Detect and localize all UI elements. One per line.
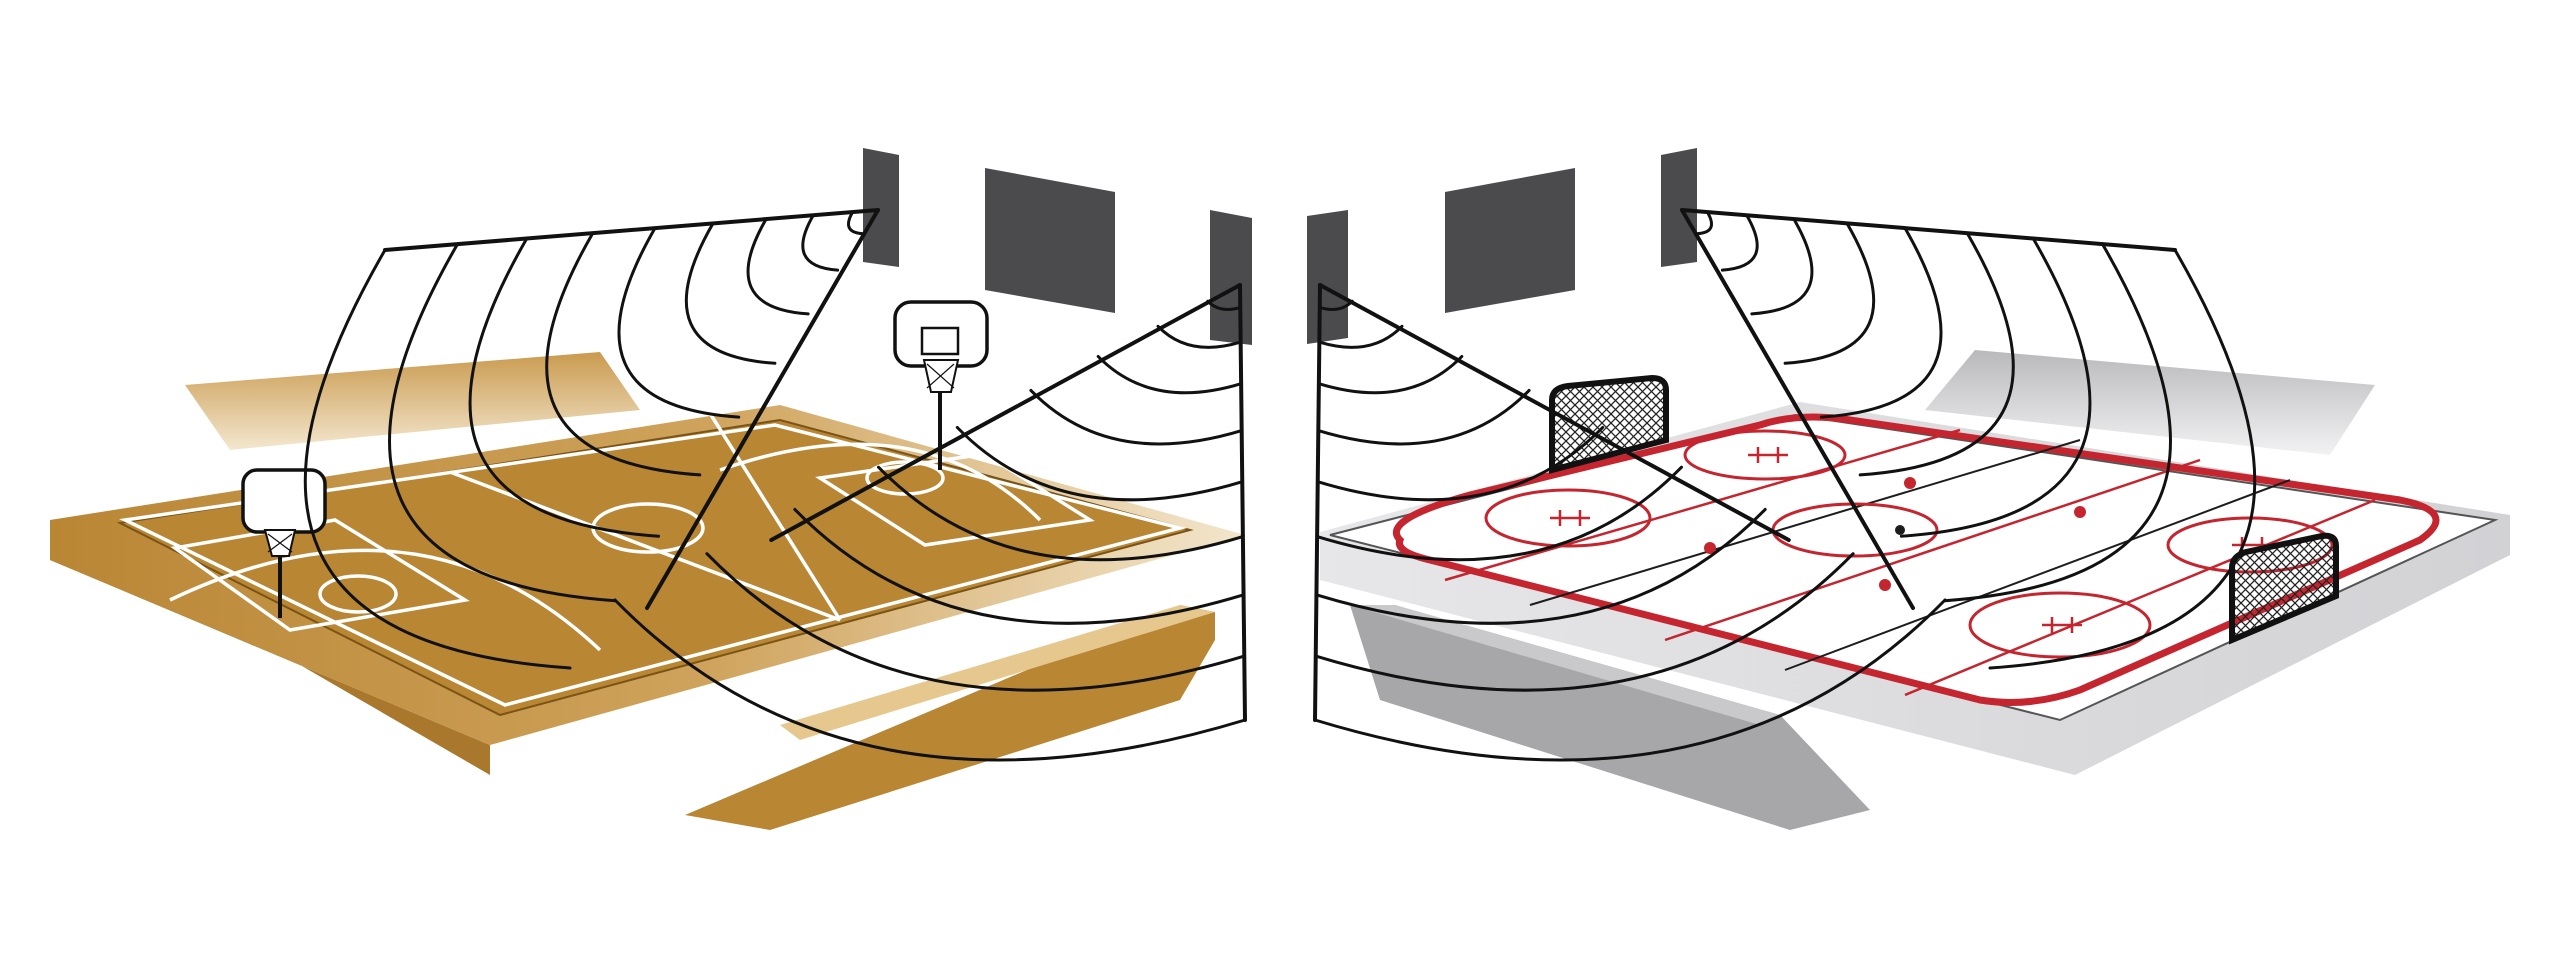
- coverage-arc: [1680, 208, 2177, 252]
- hockey-front-stand-top: [1350, 605, 1780, 725]
- hockey-faceoff-dots: [1704, 477, 2086, 591]
- basketball-hoop-right: [893, 300, 989, 470]
- coverage-arc: [847, 210, 864, 236]
- coverage-arc: [1318, 299, 1354, 311]
- hockey-rink-boards: [1392, 413, 2440, 706]
- coverage-arc: [468, 237, 661, 538]
- coverage-arc: [955, 426, 1244, 502]
- speaker-panel-icon: [1307, 210, 1348, 344]
- basketball-back-stand: [185, 352, 640, 450]
- speaker-panel-icon: [1661, 148, 1697, 267]
- hockey-front-stand: [1350, 605, 1870, 830]
- coverage-arc: [801, 213, 840, 272]
- speaker-coverage-fans: [303, 208, 2257, 762]
- coverage-arc: [1313, 283, 1322, 722]
- coverage-arc: [613, 598, 1247, 762]
- coverage-arc: [383, 208, 880, 252]
- coverage-arc: [793, 507, 1246, 625]
- coverage-arc: [877, 465, 1245, 562]
- coverage-arc: [1899, 237, 2092, 538]
- coverage-arc: [1680, 208, 1915, 610]
- coverage-arc: [1029, 388, 1244, 446]
- speaker-panel-icon: [985, 168, 1115, 313]
- coverage-arc: [617, 226, 741, 419]
- coverage-arc: [1313, 598, 1947, 762]
- coverage-arc: [388, 242, 617, 603]
- basketball-court-lines: [119, 0, 1187, 707]
- coverage-arc: [1783, 221, 1876, 365]
- hockey-back-stand: [1925, 350, 2375, 455]
- hockey-rink: [1320, 350, 2510, 830]
- coverage-arc: [1819, 226, 1943, 419]
- coverage-arc: [705, 552, 1246, 692]
- coverage-arc: [1314, 507, 1767, 625]
- coverage-arc: [1206, 299, 1242, 311]
- speaker-panel-icon: [863, 148, 899, 267]
- hockey-rink-markings: [1444, 428, 2376, 697]
- coverage-arc: [645, 208, 880, 610]
- coverage-arc: [1316, 388, 1531, 446]
- coverage-arc: [1317, 355, 1464, 395]
- coverage-arc: [769, 283, 1242, 542]
- coverage-arc: [1720, 213, 1759, 272]
- basketball-court: [50, 0, 1245, 830]
- coverage-arc: [1315, 465, 1683, 562]
- coverage-arc: [303, 248, 572, 670]
- coverage-arc: [1314, 552, 1855, 692]
- speaker-panel-icon: [1210, 210, 1252, 345]
- coverage-arc: [684, 221, 777, 365]
- coverage-arc: [1156, 324, 1243, 349]
- coverage-arc: [545, 231, 702, 477]
- coverage-arc: [1096, 355, 1243, 395]
- coverage-arc: [1750, 217, 1814, 316]
- coverage-arc: [1858, 231, 2015, 477]
- coverage-arc: [1316, 426, 1605, 502]
- coverage-arc: [746, 217, 810, 316]
- hockey-goal-right: [2229, 532, 2339, 645]
- basketball-front-stand: [685, 605, 1215, 830]
- speaker-panel-icon: [1445, 168, 1575, 313]
- coverage-arc: [1696, 210, 1713, 236]
- coverage-arc: [1318, 283, 1791, 542]
- coverage-arc: [1317, 324, 1404, 349]
- basketball-front-stand-top: [780, 605, 1215, 740]
- speaker-panels: [863, 148, 1697, 345]
- coverage-arc: [1238, 283, 1247, 722]
- coverage-arc: [1943, 242, 2172, 603]
- coverage-arc: [1988, 248, 2257, 670]
